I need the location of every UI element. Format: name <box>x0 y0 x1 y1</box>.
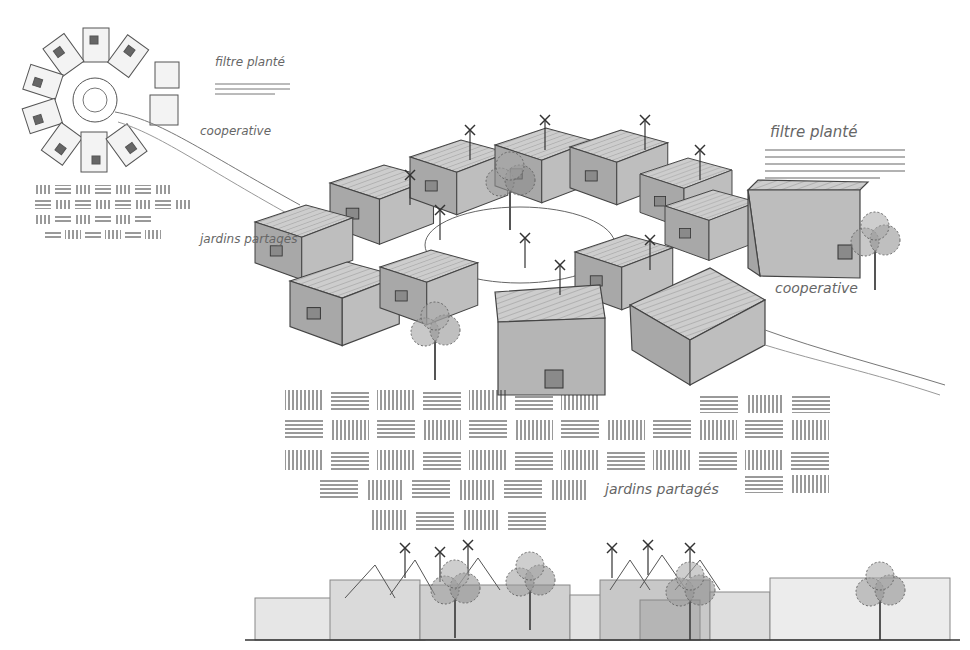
annotation-label: filtre planté <box>215 56 285 69</box>
annotation-label: jardins partagés <box>605 482 719 497</box>
annotation-label: cooperative <box>200 125 271 138</box>
annotation-label: cooperative <box>775 281 858 296</box>
annotation-label: jardins partagés <box>200 233 297 246</box>
annotation-label: filtre planté <box>770 124 857 141</box>
